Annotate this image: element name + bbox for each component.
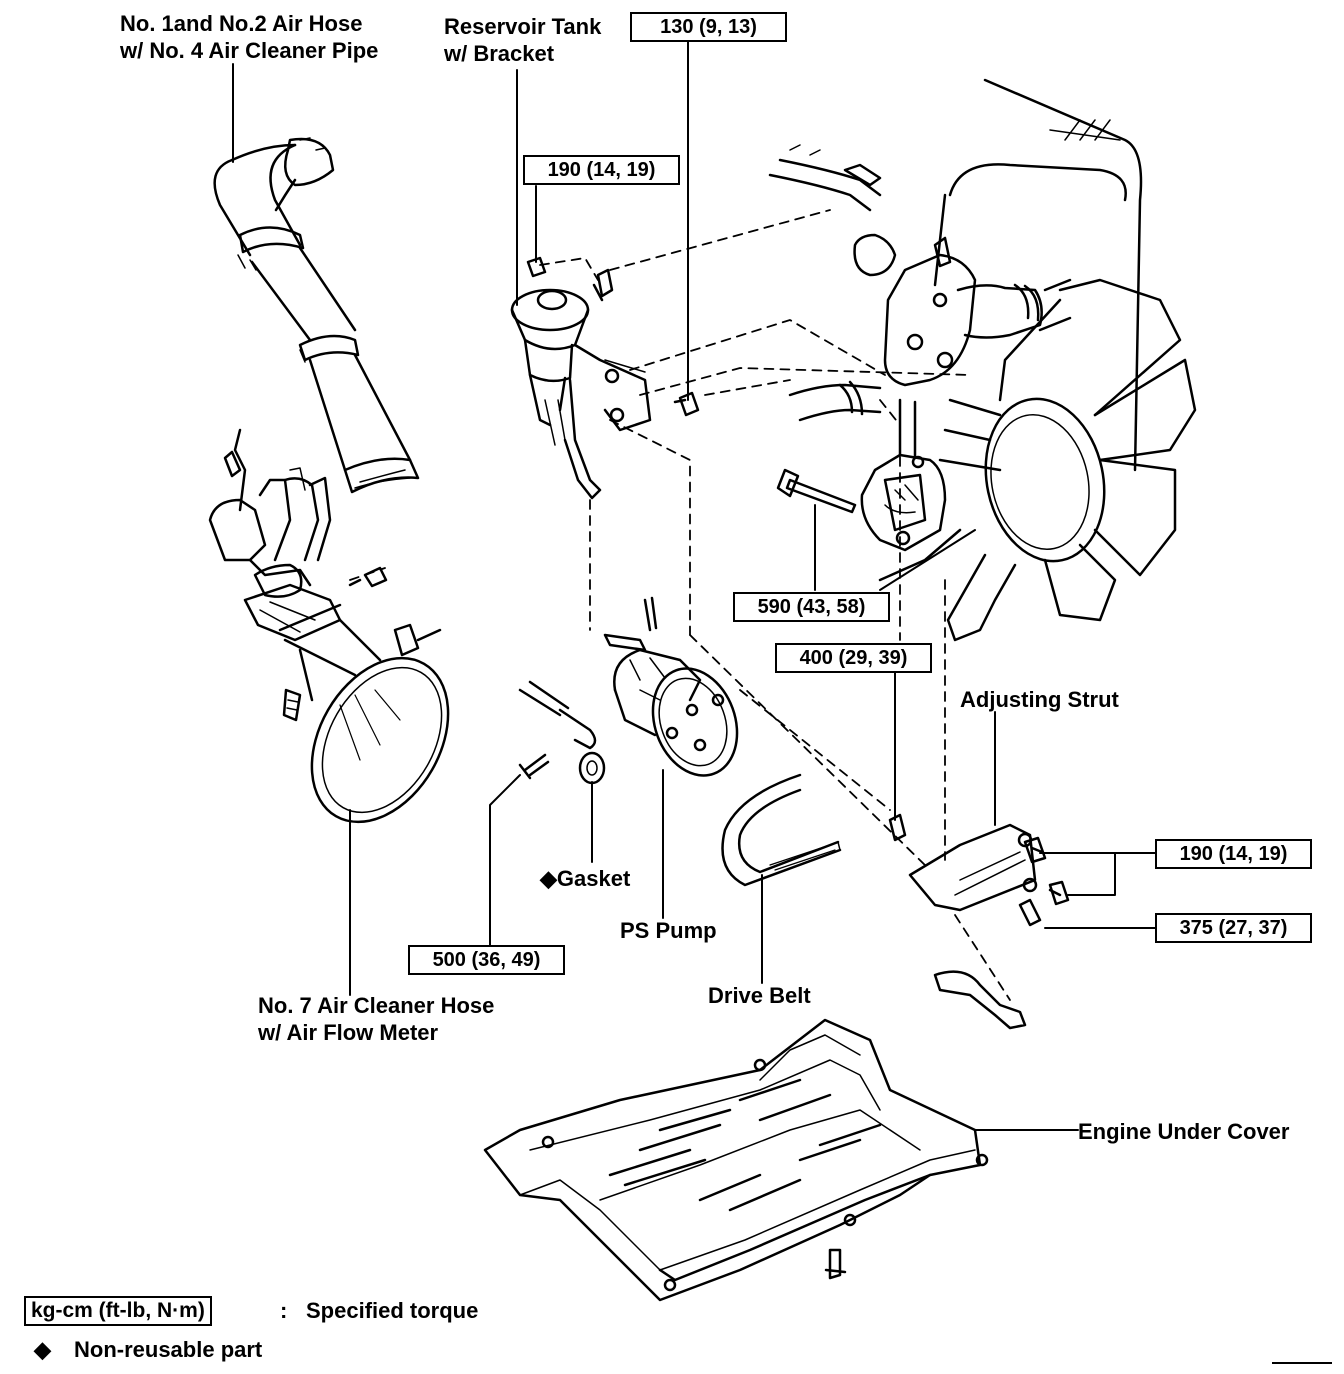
- torque-box-pump-bolt: 500 (36, 49): [408, 945, 565, 975]
- air-hose-label: No. 1and No.2 Air Hose: [120, 11, 363, 36]
- air-cleaner-hose-label: No. 7 Air Cleaner Hose: [258, 993, 495, 1018]
- diamond-icon: ◆: [540, 866, 557, 891]
- adjusting-strut-label: Adjusting Strut: [960, 687, 1119, 712]
- air-hose-drawing: [213, 137, 420, 494]
- corner-rule: [1272, 1362, 1332, 1364]
- engine-under-cover-label: Engine Under Cover: [1078, 1119, 1290, 1144]
- torque-legend-text: Specified torque: [306, 1298, 479, 1323]
- air-hose-label-line2: w/ No. 4 Air Cleaner Pipe: [120, 38, 379, 63]
- engine-block-drawing: [768, 78, 1143, 552]
- gasket-label: ◆Gasket: [540, 865, 630, 892]
- reservoir-tank-drawing: [510, 256, 652, 500]
- leader-lines: [232, 39, 1156, 1131]
- cooling-fan-drawing: [878, 278, 1197, 642]
- torque-box-reservoir-bolt: 130 (9, 13): [630, 12, 787, 42]
- engine-under-cover-drawing: [483, 1018, 989, 1302]
- adjusting-strut-drawing: [888, 813, 1062, 1030]
- ps-pump-drawing: [518, 596, 739, 785]
- torque-box-strut-bolt: 400 (29, 39): [775, 643, 932, 673]
- alignment-lines: [349, 209, 1011, 1001]
- air-cleaner-hose-label-line2: w/ Air Flow Meter: [258, 1020, 439, 1045]
- ps-pump-label: PS Pump: [620, 918, 717, 943]
- nonreusable-legend-text: Non-reusable part: [74, 1337, 263, 1362]
- reservoir-tank-label-line2: w/ Bracket: [444, 41, 555, 66]
- drive-belt-drawing: [721, 773, 842, 887]
- torque-box-reservoir-nut: 190 (14, 19): [523, 155, 680, 185]
- drive-belt-label: Drive Belt: [708, 983, 811, 1008]
- torque-legend-colon: :: [280, 1298, 288, 1323]
- gasket-label-text: Gasket: [556, 866, 631, 891]
- air-flow-meter-drawing: [208, 428, 450, 824]
- torque-box-strut-nut: 190 (14, 19): [1155, 839, 1312, 869]
- reservoir-tank-label: Reservoir Tank: [444, 14, 602, 39]
- torque-box-pivot-bolt: 590 (43, 58): [733, 592, 890, 622]
- torque-box-strut-lower: 375 (27, 37): [1155, 913, 1312, 943]
- torque-legend-box: kg-cm (ft-lb, N·m): [24, 1296, 212, 1326]
- nonreusable-legend-icon: ◆: [34, 1337, 51, 1362]
